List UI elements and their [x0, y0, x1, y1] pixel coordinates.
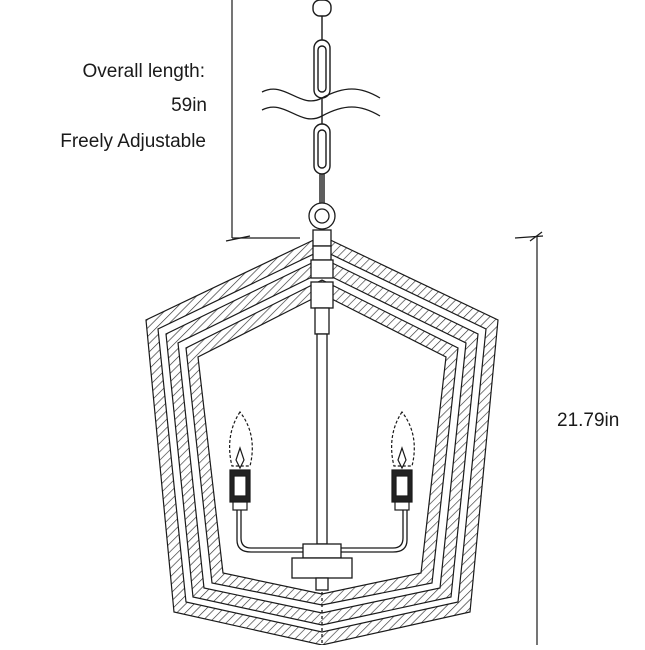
right-candle: [391, 410, 415, 511]
body-height-value: 21.79in: [557, 410, 620, 431]
candle-arms: [236, 510, 408, 553]
adjustable-note: Freely Adjustable: [60, 131, 206, 152]
lantern-frame: [145, 235, 499, 646]
height-dimension: [514, 231, 544, 645]
overall-length-dimension: [225, 0, 300, 242]
chain: [312, 0, 332, 206]
hanging-ring: [308, 202, 336, 230]
left-candle: [229, 410, 253, 511]
chain-break-symbol: [261, 88, 381, 120]
overall-length-value: 59in: [171, 95, 207, 116]
overall-length-label: Overall length:: [82, 61, 205, 82]
center-rod: [291, 229, 353, 645]
